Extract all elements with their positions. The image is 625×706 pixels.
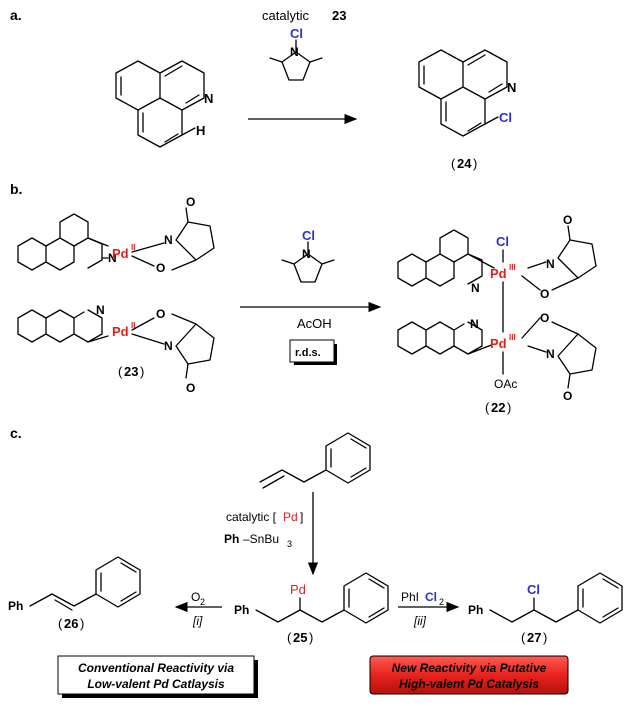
right-reagent-cl: Cl [425, 590, 437, 604]
left-condition: [i] [192, 614, 203, 628]
compound-26-ph: Ph [8, 599, 23, 613]
right-reagent-phi: PhI [401, 590, 419, 604]
reagent-c-sub: 3 [287, 539, 292, 549]
dimer22-carbonyl-o-bottom: O [563, 389, 572, 403]
dimer22-number: 22 [491, 400, 505, 415]
allylbenzene [259, 432, 371, 489]
catalyst-number: 23 [332, 8, 346, 23]
panel-b-label: b. [10, 181, 22, 197]
left-reagent-o: O [191, 590, 200, 604]
dimer23-imide-n-top: N [164, 233, 173, 247]
dimer23-carbonyl-o-bottom: O [186, 381, 195, 395]
dimer22-imide-n-bottom: N [546, 347, 555, 361]
compound-27-number: 27 [527, 630, 541, 645]
catalyst-c-text: catalytic [ [226, 510, 277, 524]
compound-25-open: ( [287, 630, 292, 645]
dimer22-pd-bottom-ox: III [509, 333, 516, 342]
dimer23-pd-top-ox: II [131, 243, 135, 252]
conventional-box-shadow-bottom [62, 694, 258, 698]
compound-25 [255, 572, 389, 624]
product-nitrogen: N [507, 80, 516, 95]
compound-25-ph: Ph [234, 603, 249, 617]
product-chlorine: Cl [499, 110, 512, 125]
compound-26-number: 26 [64, 616, 78, 631]
compound-26-open: ( [58, 616, 63, 631]
ncs-reagent-b [281, 241, 335, 283]
rds-box-shadow-bottom [294, 362, 337, 365]
reagent-b-chlorine: Cl [302, 228, 315, 243]
dimer22-open: ( [485, 400, 490, 415]
dimer22-pd-bottom: Pd [490, 336, 507, 351]
product-24-open: ( [451, 156, 456, 171]
dimer23-open: ( [118, 364, 123, 379]
compound-27-open: ( [521, 630, 526, 645]
compound-25-number: 25 [293, 630, 307, 645]
dimer23-pd-top: Pd [112, 246, 129, 261]
left-reagent-sub: 2 [200, 597, 205, 607]
dimer22-close: ) [507, 400, 511, 415]
new-reactivity-line2: High-valent Pd Catalysis [399, 677, 539, 691]
right-condition: [ii] [413, 614, 427, 628]
product-24-number: 24 [457, 156, 472, 171]
dimer22-carbonyl-o-top: O [563, 213, 572, 227]
conditions-acoh: AcOH [297, 316, 332, 331]
rds-box-shadow-right [334, 344, 337, 365]
conventional-box-shadow-right [254, 660, 258, 698]
dimer22-n-bottom: N [470, 317, 479, 331]
dimer23-imide-n-bottom: N [164, 339, 173, 353]
dimer22-pd-top: Pd [490, 266, 507, 281]
catalyst-c-close: ] [300, 510, 303, 524]
conventional-box [57, 655, 255, 695]
dimer23-bridging-o-top: O [156, 261, 165, 275]
ncs-reagent-a [269, 39, 323, 81]
benzoquinoline-sm [115, 60, 205, 148]
dimer23-pd-bottom: Pd [112, 324, 129, 339]
sm-nitrogen: N [204, 91, 213, 106]
catalyst-c-pd: Pd [283, 510, 298, 524]
reagent-b-nitrogen: N [302, 247, 311, 261]
dimer23-bridging-o-bottom: O [156, 307, 165, 321]
new-reactivity-box [369, 655, 569, 695]
dimer23-number: 23 [124, 364, 138, 379]
dimer23-n-bottom: N [96, 303, 105, 317]
compound-25-pd: Pd [290, 582, 306, 597]
product-24-close: ) [473, 156, 477, 171]
pd3-dimer-22 [397, 225, 597, 389]
reagent-a-nitrogen: N [290, 45, 299, 59]
compound-26-close: ) [80, 616, 84, 631]
rds-label: r.d.s. [295, 347, 321, 359]
dimer23-pd-bottom-ox: II [131, 321, 135, 330]
pd2-dimer-23 [17, 207, 215, 379]
right-reagent-sub: 2 [439, 597, 444, 607]
compound-27-close: ) [543, 630, 547, 645]
compound-27-ph: Ph [468, 603, 483, 617]
dimer22-n-top: N [471, 281, 480, 295]
dimer22-oac: OAc [494, 377, 517, 391]
compound-26 [29, 556, 141, 611]
dimer23-n-top: N [108, 251, 117, 265]
compound-25-close: ) [309, 630, 313, 645]
dimer23-close: ) [140, 364, 144, 379]
conventional-line1: Conventional Reactivity via [78, 661, 234, 675]
dimer23-carbonyl-o-top: O [186, 195, 195, 209]
panel-a-label: a. [10, 7, 22, 23]
reagent-c-snbu: –SnBu [243, 532, 279, 546]
sm-hydrogen: H [196, 123, 205, 138]
dimer22-bridging-o-top: O [540, 287, 549, 301]
new-reactivity-line1: New Reactivity via Putative [392, 661, 547, 675]
dimer22-bridging-o-bottom: O [540, 311, 549, 325]
compound-27 [489, 572, 623, 624]
conventional-line2: Low-valent Pd Catlaysis [87, 677, 225, 691]
catalyst-label: catalytic [262, 8, 309, 23]
compound-27-cl: Cl [527, 582, 540, 597]
reagent-c-ph: Ph [224, 532, 239, 546]
dimer22-pd-top-ox: III [509, 263, 516, 272]
reagent-a-chlorine: Cl [290, 26, 303, 41]
dimer22-imide-n-top: N [546, 257, 555, 271]
dimer22-chlorine: Cl [496, 234, 509, 249]
chlorobenzoquinoline-product [418, 49, 508, 137]
panel-c-label: c. [10, 425, 22, 441]
